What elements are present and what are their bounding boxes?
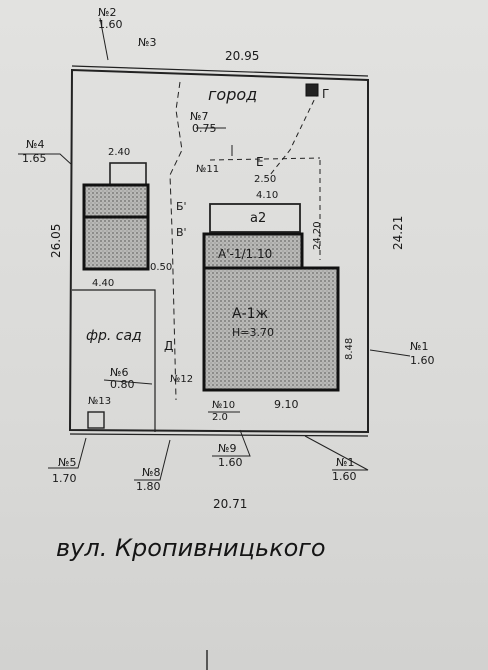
fence-label-n5: №5 bbox=[58, 456, 76, 469]
dim-bottom: 20.71 bbox=[213, 497, 247, 511]
box-13 bbox=[87, 411, 105, 429]
fence-label-n12: №12 bbox=[170, 374, 193, 385]
fence-len-n4: 1.65 bbox=[22, 152, 47, 165]
main-house-height: H=3.70 bbox=[232, 326, 274, 339]
fence-len-n7: 0.75 bbox=[192, 122, 217, 135]
shed-label-v: В' bbox=[176, 226, 187, 239]
shed-top-small bbox=[109, 162, 147, 186]
dim-top: 20.95 bbox=[225, 49, 259, 63]
fence-label-n1: №1 bbox=[410, 340, 428, 353]
fence-label-n9: №9 bbox=[218, 442, 236, 455]
fence-label-n3: №3 bbox=[138, 36, 156, 49]
dim-left: 26.05 bbox=[49, 224, 63, 258]
gate-g-box bbox=[305, 83, 319, 97]
dim-0-50: 0.50 bbox=[150, 262, 172, 273]
gate-g-label: Г bbox=[322, 87, 329, 101]
bottom-fence-line bbox=[69, 433, 369, 437]
garden-label: город bbox=[208, 85, 257, 104]
street-name: вул. Кропивницького bbox=[56, 534, 326, 562]
fence-label-n7: №7 bbox=[190, 110, 208, 123]
dim-inner-right: 24.20 bbox=[312, 221, 323, 250]
top-fence-line bbox=[71, 65, 369, 77]
dashed-path-4 bbox=[209, 157, 321, 161]
fence-len-n1-bottom: 1.60 bbox=[332, 470, 357, 483]
orchard-boundary bbox=[72, 289, 156, 432]
annex-a1-label: А'-1/1.10 bbox=[218, 247, 272, 261]
main-house bbox=[202, 266, 340, 392]
lot-boundary bbox=[68, 68, 369, 434]
fence-len-n8: 1.80 bbox=[136, 480, 161, 493]
fence-len-n2: 1.60 bbox=[98, 18, 123, 31]
dashed-path-1 bbox=[169, 81, 183, 401]
main-house-label: А-1ж bbox=[232, 306, 269, 322]
shed-left-lower bbox=[82, 215, 150, 271]
dim-inner-right-lower: 8.48 bbox=[344, 338, 355, 360]
fence-label-n8: №8 bbox=[142, 466, 160, 479]
annex-a2 bbox=[209, 203, 301, 233]
fence-label-n2: №2 bbox=[98, 6, 116, 19]
fence-len-n5: 1.70 bbox=[52, 472, 77, 485]
fence-len-n9: 1.60 bbox=[218, 456, 243, 469]
dim-4-10: 4.10 bbox=[256, 190, 278, 201]
porch-e-label: Е bbox=[256, 155, 264, 169]
dim-small-width: 2.40 bbox=[108, 147, 130, 158]
shed-left-upper bbox=[82, 183, 150, 219]
dashed-path-2 bbox=[269, 91, 319, 176]
leader-lines bbox=[18, 17, 411, 481]
shed-label-b: Б' bbox=[176, 200, 187, 213]
dim-2-50: 2.50 bbox=[254, 174, 276, 185]
annex-a2-label: а2 bbox=[250, 211, 266, 226]
fence-label-n1-bottom: №1 bbox=[336, 456, 354, 469]
orchard-label: фр. сад bbox=[86, 328, 142, 344]
dim-main-side: 4.40 bbox=[92, 278, 114, 289]
marker-d: Д bbox=[164, 339, 173, 353]
fence-label-n4: №4 bbox=[26, 138, 44, 151]
fence-len-n6: 0.80 bbox=[110, 378, 135, 391]
fence-len-n10: 2.0 bbox=[212, 412, 228, 423]
fence-label-n13: №13 bbox=[88, 396, 111, 407]
fence-label-n6: №6 bbox=[110, 366, 128, 379]
fence-len-n1: 1.60 bbox=[410, 354, 435, 367]
fence-label-n10: №10 bbox=[212, 400, 235, 411]
dim-right: 24.21 bbox=[391, 216, 405, 250]
fence-label-n11: №11 bbox=[196, 164, 219, 175]
dim-main-width: 9.10 bbox=[274, 398, 299, 411]
